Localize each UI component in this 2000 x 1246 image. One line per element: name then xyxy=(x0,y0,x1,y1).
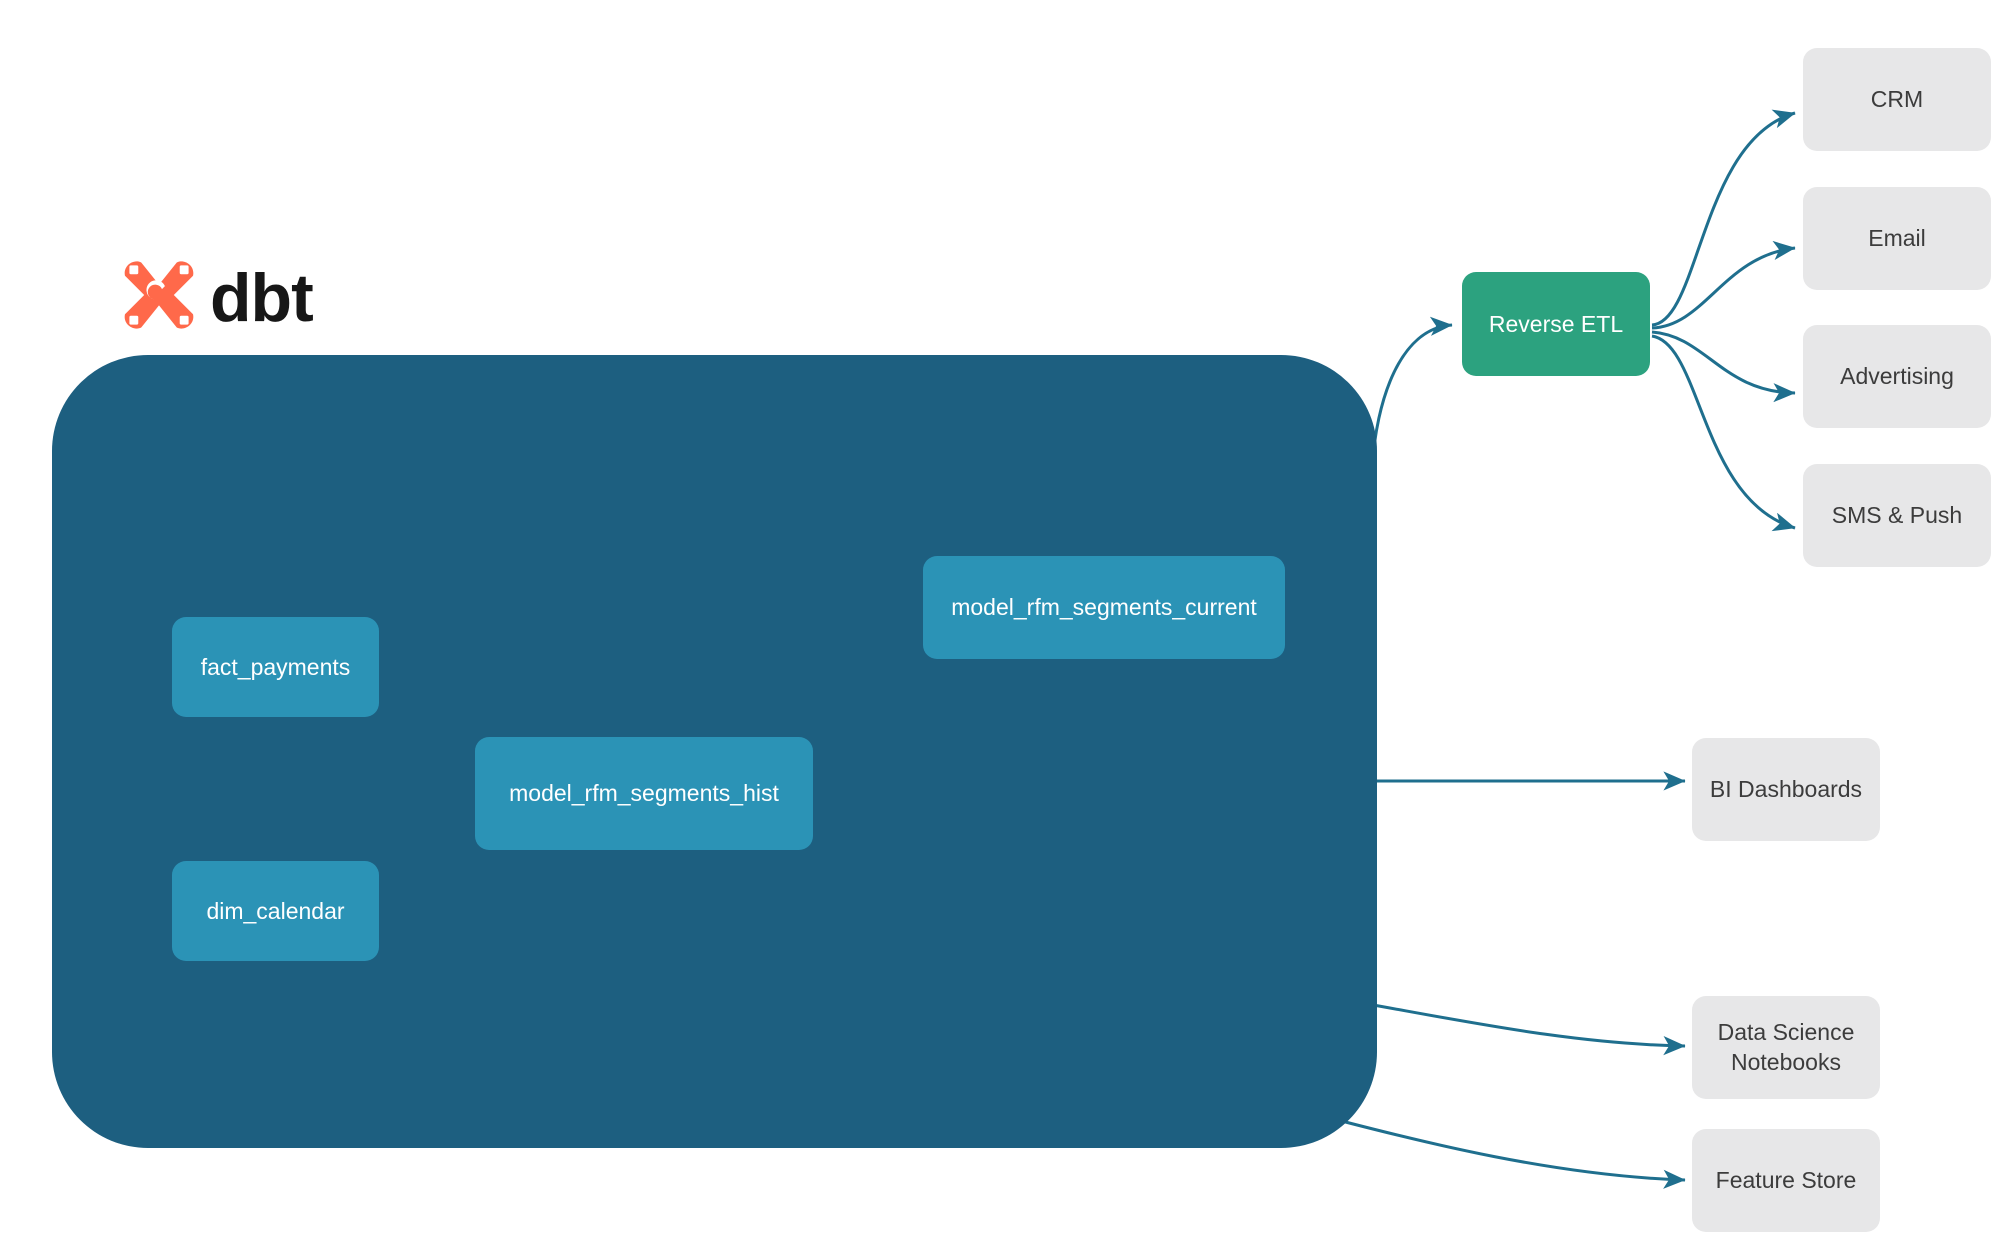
node-label: Advertising xyxy=(1840,362,1954,389)
node-data-science-notebooks[interactable]: Data Science Notebooks xyxy=(1692,996,1880,1099)
node-label: fact_payments xyxy=(200,653,351,680)
edge-container-to-ds-notebooks xyxy=(1344,998,1686,1056)
dbt-wordmark: dbt xyxy=(210,259,314,336)
node-label: Feature Store xyxy=(1715,1166,1857,1193)
node-sms-push[interactable]: SMS & Push xyxy=(1803,464,1991,567)
node-label: SMS & Push xyxy=(1831,501,1963,528)
edge-container-to-feature-store xyxy=(1299,1108,1686,1189)
edge-reverse-etl-to-sms-push xyxy=(1651,334,1796,532)
node-feature-store[interactable]: Feature Store xyxy=(1692,1129,1880,1232)
node-label: CRM xyxy=(1870,85,1924,112)
node-model-rfm-segments-current[interactable]: model_rfm_segments_current xyxy=(923,556,1285,659)
node-label: model_rfm_segments_hist xyxy=(509,780,779,806)
node-label-line-2: Notebooks xyxy=(1731,1048,1841,1075)
node-reverse-etl[interactable]: Reverse ETL xyxy=(1462,272,1650,376)
edge-reverse-etl-to-crm xyxy=(1651,109,1796,327)
node-label: Email xyxy=(1868,224,1926,251)
node-label: dim_calendar xyxy=(206,897,345,924)
node-fact-payments[interactable]: fact_payments xyxy=(172,617,379,717)
dbt-logo: dbt xyxy=(122,258,314,337)
node-model-rfm-segments-hist[interactable]: model_rfm_segments_hist xyxy=(475,737,813,850)
node-email[interactable]: Email xyxy=(1803,187,1991,290)
node-advertising[interactable]: Advertising xyxy=(1803,325,1991,428)
node-label: Data Science Notebooks xyxy=(1718,1018,1855,1078)
node-crm[interactable]: CRM xyxy=(1803,48,1991,151)
edge-reverse-etl-to-advertising xyxy=(1651,330,1796,403)
node-bi-dashboards[interactable]: BI Dashboards xyxy=(1692,738,1880,841)
node-label: model_rfm_segments_current xyxy=(951,594,1257,620)
node-label: Reverse ETL xyxy=(1488,310,1624,337)
node-label: BI Dashboards xyxy=(1709,775,1863,802)
dbt-x-logo-icon xyxy=(122,258,196,337)
node-dim-calendar[interactable]: dim_calendar xyxy=(172,861,379,961)
node-label-line-1: Data Science xyxy=(1717,1018,1855,1045)
edge-reverse-etl-to-email xyxy=(1651,240,1796,330)
